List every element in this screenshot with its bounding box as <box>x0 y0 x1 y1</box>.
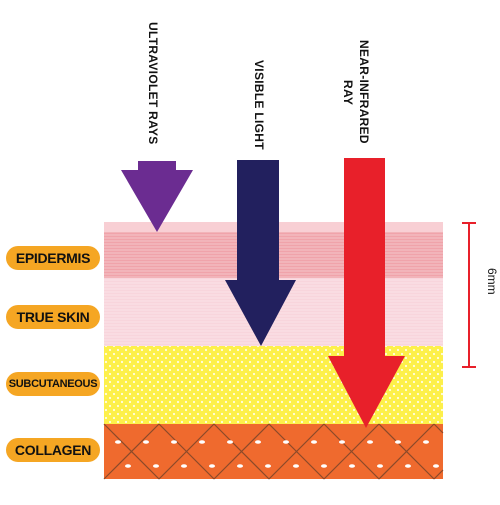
visible-light-arrow <box>225 160 296 346</box>
collagen-fiber <box>433 469 444 480</box>
collagen-cell <box>423 440 429 444</box>
collagen-cell <box>395 440 401 444</box>
collagen-cell <box>153 464 159 468</box>
collagen-fiber <box>103 423 160 480</box>
scale-label: 6mm <box>485 268 499 295</box>
collagen-fiber <box>268 423 325 480</box>
collagen-cell <box>125 464 131 468</box>
collagen-cell <box>115 440 121 444</box>
collagen-fiber <box>323 423 380 480</box>
collagen-fibers <box>103 423 444 480</box>
collagen-pill: COLLAGEN <box>6 438 100 462</box>
collagen-cell <box>181 464 187 468</box>
ultraviolet-label: ULTRAVIOLET RAYS <box>146 22 160 145</box>
collagen-cell <box>339 440 345 444</box>
visible-light-label: VISIBLE LIGHT <box>252 60 266 150</box>
collagen-cell <box>433 464 439 468</box>
collagen-fiber <box>158 423 215 480</box>
collagen-cell <box>283 440 289 444</box>
near-infrared-label-line1: NEAR-INFRARED <box>357 40 371 144</box>
collagen-cell <box>311 440 317 444</box>
near-infrared-label-line2: RAY <box>341 80 355 106</box>
collagen-cell <box>255 440 261 444</box>
collagen-fiber <box>213 423 270 480</box>
collagen-cell <box>209 464 215 468</box>
near-infrared-arrow <box>328 158 405 428</box>
collagen-fiber <box>378 423 435 480</box>
collagen-cell <box>367 440 373 444</box>
collagen-cell <box>143 440 149 444</box>
near-infrared-label: NEAR-INFRARED RAY <box>341 40 371 144</box>
collagen-cell <box>405 464 411 468</box>
collagen-cell <box>199 440 205 444</box>
scale-bracket <box>462 222 476 368</box>
ultraviolet-arrow <box>121 161 193 232</box>
collagen-fiber <box>433 423 444 434</box>
collagen-cell <box>377 464 383 468</box>
collagen-cell <box>171 440 177 444</box>
collagen-cell <box>227 440 233 444</box>
subcutaneous-pill: SUBCUTANEOUS <box>6 372 100 396</box>
epidermis-pill: EPIDERMIS <box>6 246 100 270</box>
collagen-cell <box>293 464 299 468</box>
collagen-cell <box>321 464 327 468</box>
collagen-cell <box>237 464 243 468</box>
collagen-cell <box>265 464 271 468</box>
collagen-cell <box>349 464 355 468</box>
true-skin-pill: TRUE SKIN <box>6 305 100 329</box>
collagen-layer <box>104 424 443 479</box>
